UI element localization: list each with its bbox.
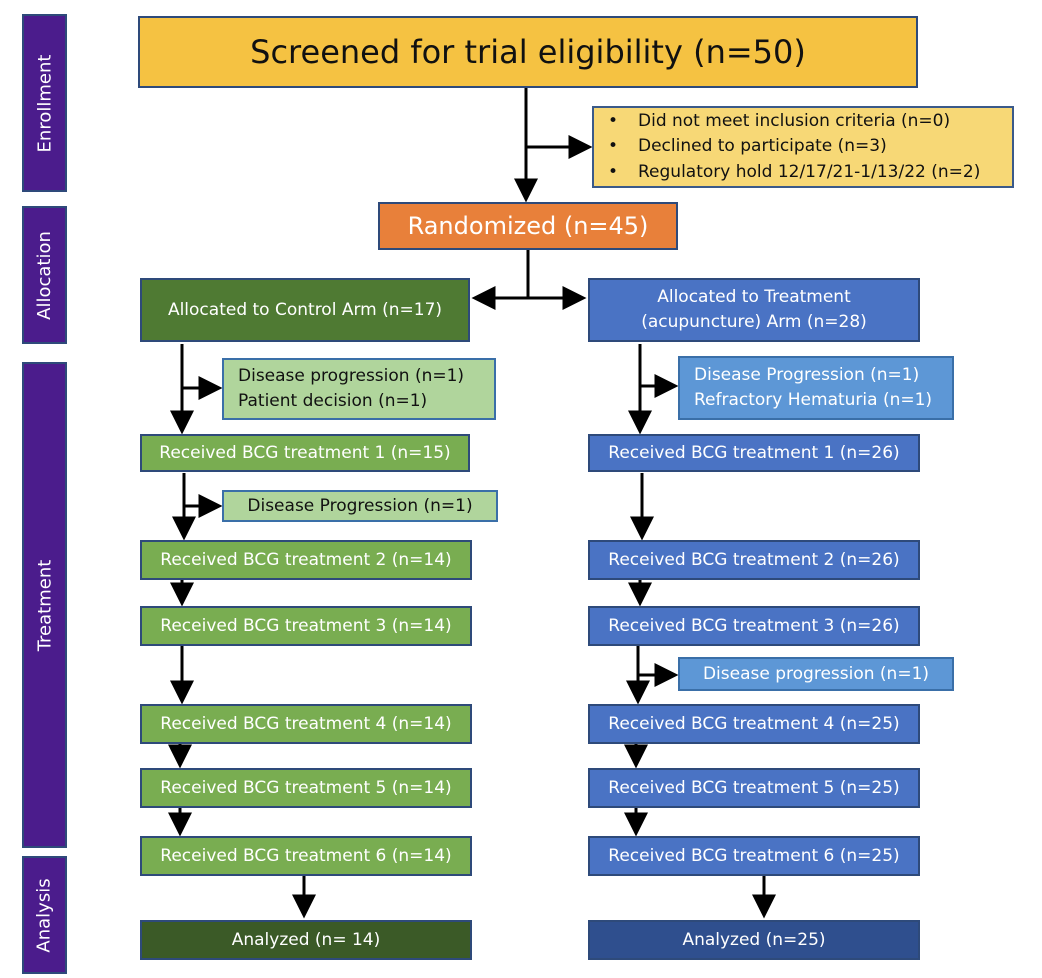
phase-allocation: Allocation [22,206,67,344]
treatment-treatment-2-text: Received BCG treatment 2 (n=26) [608,549,900,570]
treatment-treatment-5-text: Received BCG treatment 5 (n=25) [608,777,900,798]
dropout-item: Refractory Hematuria (n=1) [694,390,933,410]
control-treatment-2: Received BCG treatment 2 (n=14) [140,540,472,580]
control-dropout-1: Disease progression (n=1) Patient decisi… [222,358,496,420]
dropout-item: Disease Progression (n=1) [694,364,920,385]
treatment-allocated-line1: Allocated to Treatment [657,287,851,308]
control-treatment-3: Received BCG treatment 3 (n=14) [140,606,472,646]
screened-box: Screened for trial eligibility (n=50) [138,16,918,88]
treatment-allocated-box: Allocated to Treatment (acupuncture) Arm… [588,278,920,342]
randomized-box: Randomized (n=45) [378,202,678,250]
control-treatment-1-text: Received BCG treatment 1 (n=15) [159,442,451,463]
treatment-treatment-2: Received BCG treatment 2 (n=26) [588,540,920,580]
treatment-allocated-line2: (acupuncture) Arm (n=28) [641,312,867,332]
treatment-treatment-1: Received BCG treatment 1 (n=26) [588,434,920,472]
control-treatment-5-text: Received BCG treatment 5 (n=14) [160,777,452,798]
control-analyzed-text: Analyzed (n= 14) [231,929,381,950]
exclusion-item: Did not meet inclusion criteria (n=0) [608,109,980,135]
dropout-item: Disease progression (n=1) [238,365,465,386]
randomized-text: Randomized (n=45) [407,212,649,240]
control-treatment-1: Received BCG treatment 1 (n=15) [140,434,470,472]
control-analyzed-box: Analyzed (n= 14) [140,920,472,960]
control-treatment-6: Received BCG treatment 6 (n=14) [140,836,472,876]
control-treatment-4-text: Received BCG treatment 4 (n=14) [160,713,452,734]
control-allocated-box: Allocated to Control Arm (n=17) [140,278,470,342]
treatment-dropout-1: Disease Progression (n=1) Refractory Hem… [678,356,954,420]
control-dropout-1-list: Disease progression (n=1) Patient decisi… [224,364,464,415]
treatment-dropout-3-text: Disease progression (n=1) [702,663,930,684]
control-treatment-5: Received BCG treatment 5 (n=14) [140,768,472,808]
treatment-treatment-5: Received BCG treatment 5 (n=25) [588,768,920,808]
treatment-treatment-4: Received BCG treatment 4 (n=25) [588,704,920,744]
exclusion-box: Did not meet inclusion criteria (n=0) De… [592,106,1014,188]
screened-text: Screened for trial eligibility (n=50) [250,33,806,71]
dropout-item: Patient decision (n=1) [238,391,428,411]
control-treatment-2-text: Received BCG treatment 2 (n=14) [160,549,452,570]
control-allocated-text: Allocated to Control Arm (n=17) [167,299,443,320]
exclusion-list: Did not meet inclusion criteria (n=0) De… [594,109,980,186]
phase-treatment: Treatment [22,362,67,848]
treatment-analyzed-box: Analyzed (n=25) [588,920,920,960]
control-dropout-2-text: Disease Progression (n=1) [247,495,473,516]
exclusion-item: Declined to participate (n=3) [608,134,980,160]
treatment-dropout-3: Disease progression (n=1) [678,657,954,691]
control-treatment-4: Received BCG treatment 4 (n=14) [140,704,472,744]
control-treatment-6-text: Received BCG treatment 6 (n=14) [160,845,452,866]
exclusion-item: Regulatory hold 12/17/21-1/13/22 (n=2) [608,160,980,186]
treatment-treatment-1-text: Received BCG treatment 1 (n=26) [608,442,900,463]
control-treatment-3-text: Received BCG treatment 3 (n=14) [160,615,452,636]
phase-enrollment: Enrollment [22,14,67,192]
phase-enrollment-label: Enrollment [34,54,55,152]
phase-analysis-label: Analysis [34,877,56,953]
treatment-treatment-3-text: Received BCG treatment 3 (n=26) [608,615,900,636]
treatment-treatment-6-text: Received BCG treatment 6 (n=25) [608,845,900,866]
treatment-dropout-1-list: Disease Progression (n=1) Refractory Hem… [680,363,932,414]
treatment-analyzed-text: Analyzed (n=25) [682,929,826,950]
phase-analysis: Analysis [22,856,67,974]
control-dropout-2: Disease Progression (n=1) [222,490,498,522]
treatment-treatment-6: Received BCG treatment 6 (n=25) [588,836,920,876]
phase-allocation-label: Allocation [34,230,56,320]
treatment-treatment-3: Received BCG treatment 3 (n=26) [588,606,920,646]
treatment-treatment-4-text: Received BCG treatment 4 (n=25) [608,713,900,734]
phase-treatment-label: Treatment [34,559,55,651]
